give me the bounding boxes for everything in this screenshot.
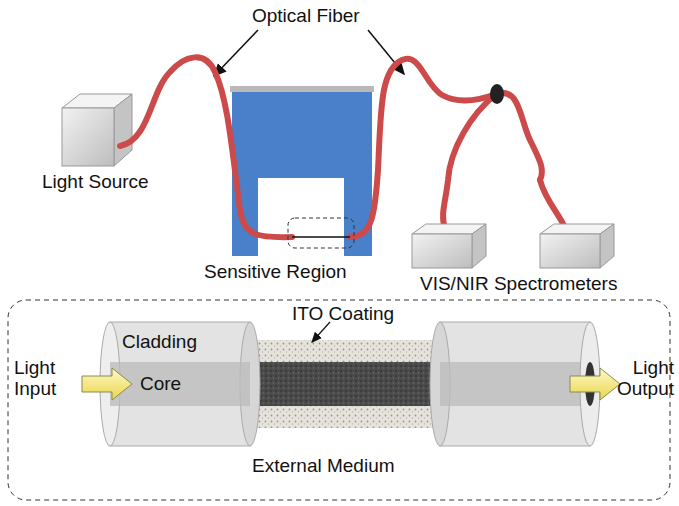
fiber-coupler xyxy=(490,84,504,104)
light-arrow xyxy=(82,368,132,400)
part-label: Core xyxy=(140,374,181,395)
part-label: Light Source xyxy=(42,172,149,193)
part-label: Light Input xyxy=(14,358,76,400)
ito-coating xyxy=(250,340,440,428)
light-arrow xyxy=(570,368,620,400)
part-label: ITO Coating xyxy=(292,304,394,325)
detail-frame xyxy=(8,300,670,500)
part-label: VIS/NIR Spectrometers xyxy=(420,274,617,295)
exposed-core xyxy=(250,362,440,406)
spectrometer-cube xyxy=(540,224,614,268)
sensitive-region-box xyxy=(288,218,354,248)
part-label: Light Output xyxy=(612,358,674,400)
title-label: Optical Fiber xyxy=(252,6,360,27)
light-source-cube xyxy=(62,94,132,166)
part-label: External Medium xyxy=(252,456,395,477)
optical-fiber xyxy=(120,57,565,237)
part-label: Cladding xyxy=(122,332,197,353)
part-label: Sensitive Region xyxy=(204,262,347,283)
spectrometer-cube xyxy=(412,224,486,268)
